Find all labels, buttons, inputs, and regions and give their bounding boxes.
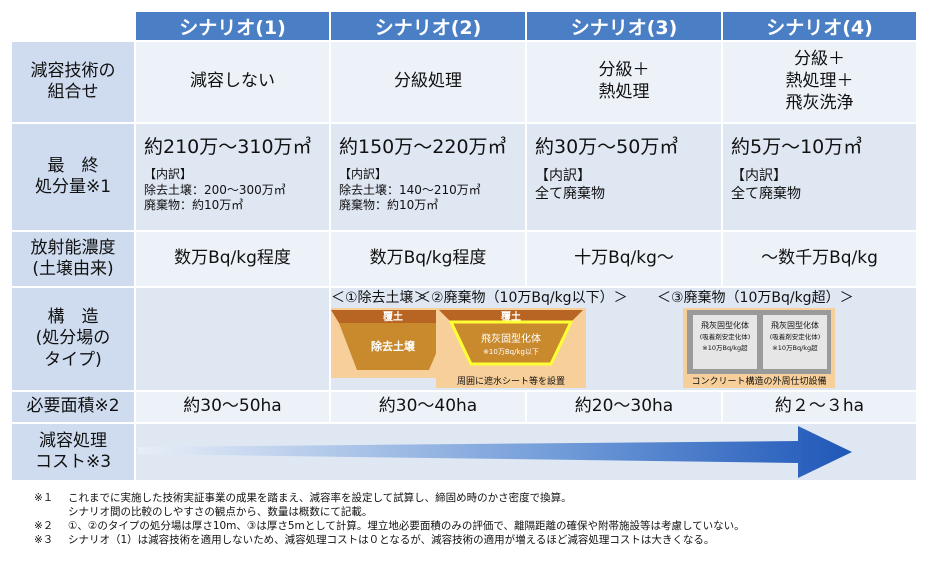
label-disposal: 最 終処分量※1 xyxy=(12,124,136,232)
footnote-1b: シナリオ間の比較のしやすさの観点から、数量は概数にて記載。 xyxy=(68,506,373,518)
pit3-caption: コンクリート構造の外周仕切設備 xyxy=(691,375,826,387)
header-scenario-3: シナリオ(3) xyxy=(527,12,723,42)
label-radioactivity: 放射能濃度(土壌由来) xyxy=(12,232,136,288)
pit3-box2 xyxy=(763,315,827,369)
scenario-table: シナリオ(1) シナリオ(2) シナリオ(3) シナリオ(4) 減容技術の組合せ… xyxy=(12,12,918,482)
area-3: 約20～30ha xyxy=(527,392,723,424)
pit3-box2-label: (吸着剤安定化体) xyxy=(770,332,821,341)
pit1-body-label: 除去土壌 xyxy=(371,339,416,353)
pit1-body xyxy=(339,323,449,370)
pit2-body xyxy=(448,320,574,366)
area-2: 約30～40ha xyxy=(331,392,527,424)
cost-arrow-cell xyxy=(136,424,918,482)
area-1: 約30～50ha xyxy=(136,392,331,424)
label-area: 必要面積※2 xyxy=(12,392,136,424)
disposal-amount: 約30万～50万㎥ xyxy=(535,136,679,158)
label-cost: 減容処理コスト※3 xyxy=(12,424,136,482)
structure-diagrams: ＜①除去土壌＞ 覆土除去土壌 ＜②廃棄物（10万Bq/kg以下）＞ 覆土飛灰固型化体 ※… xyxy=(331,288,918,392)
combo-1: 減容しない xyxy=(136,42,331,124)
pit2-body-label: 飛灰固型化体 xyxy=(481,332,541,345)
pit3-box2-label: 飛灰固型化体 xyxy=(771,320,819,330)
pit1-cover xyxy=(331,310,461,323)
radio-4: ～数千万Bq/kg xyxy=(723,232,918,288)
header-scenario-1: シナリオ(1) xyxy=(136,12,331,42)
pit2-cover xyxy=(439,310,583,322)
header-blank xyxy=(12,12,136,42)
pit3-box2-label: ※10万Bq/kg超 xyxy=(772,343,818,352)
disposal-4: 約5万～10万㎥ 【内訳】全て廃棄物 xyxy=(723,124,918,232)
pit2-cover-label: 覆土 xyxy=(501,310,521,323)
combo-2: 分級処理 xyxy=(331,42,527,124)
radio-2: 数万Bq/kg程度 xyxy=(331,232,527,288)
header-scenario-4: シナリオ(4) xyxy=(723,12,918,42)
pit2-caption: 周囲に遮水シート等を設置 xyxy=(457,375,565,387)
structure-spacer xyxy=(136,288,331,392)
structure-title-1: ＜①除去土壌＞ xyxy=(331,290,428,306)
pit2-body-sublabel: ※10万Bq/kg以下 xyxy=(483,348,539,356)
combo-4: 分級＋熱処理＋飛灰洗浄 xyxy=(723,42,918,124)
cost-arrow-icon xyxy=(138,426,852,478)
structure-title-2: ＜②廃棄物（10万Bq/kg以下）＞ xyxy=(417,289,628,306)
label-combo: 減容技術の組合せ xyxy=(12,42,136,124)
structure-title-3: ＜③廃棄物（10万Bq/kg超）＞ xyxy=(657,289,854,306)
disposal-3: 約30万～50万㎥ 【内訳】全て廃棄物 xyxy=(527,124,723,232)
pit3-box1-label: 飛灰固型化体 xyxy=(701,320,749,330)
pit1-cover-label: 覆土 xyxy=(383,310,403,323)
pit3-box1 xyxy=(693,315,757,369)
area-4: 約２～３ha xyxy=(723,392,918,424)
disposal-amount: 約5万～10万㎥ xyxy=(731,136,863,158)
pit3-box1-label: ※10万Bq/kg超 xyxy=(702,343,748,352)
radio-1: 数万Bq/kg程度 xyxy=(136,232,331,288)
disposal-amount: 約150万～220万㎥ xyxy=(339,136,507,158)
label-structure: 構 造(処分場のタイプ) xyxy=(12,288,136,392)
combo-3: 分級＋熱処理 xyxy=(527,42,723,124)
header-scenario-2: シナリオ(2) xyxy=(331,12,527,42)
radio-3: 十万Bq/kg～ xyxy=(527,232,723,288)
disposal-breakdown: 【内訳】全て廃棄物 xyxy=(535,168,605,203)
disposal-amount: 約210万～310万㎥ xyxy=(144,136,312,158)
disposal-breakdown: 【内訳】全て廃棄物 xyxy=(731,168,801,203)
pit3-box1-label: (吸着剤安定化体) xyxy=(700,332,751,341)
